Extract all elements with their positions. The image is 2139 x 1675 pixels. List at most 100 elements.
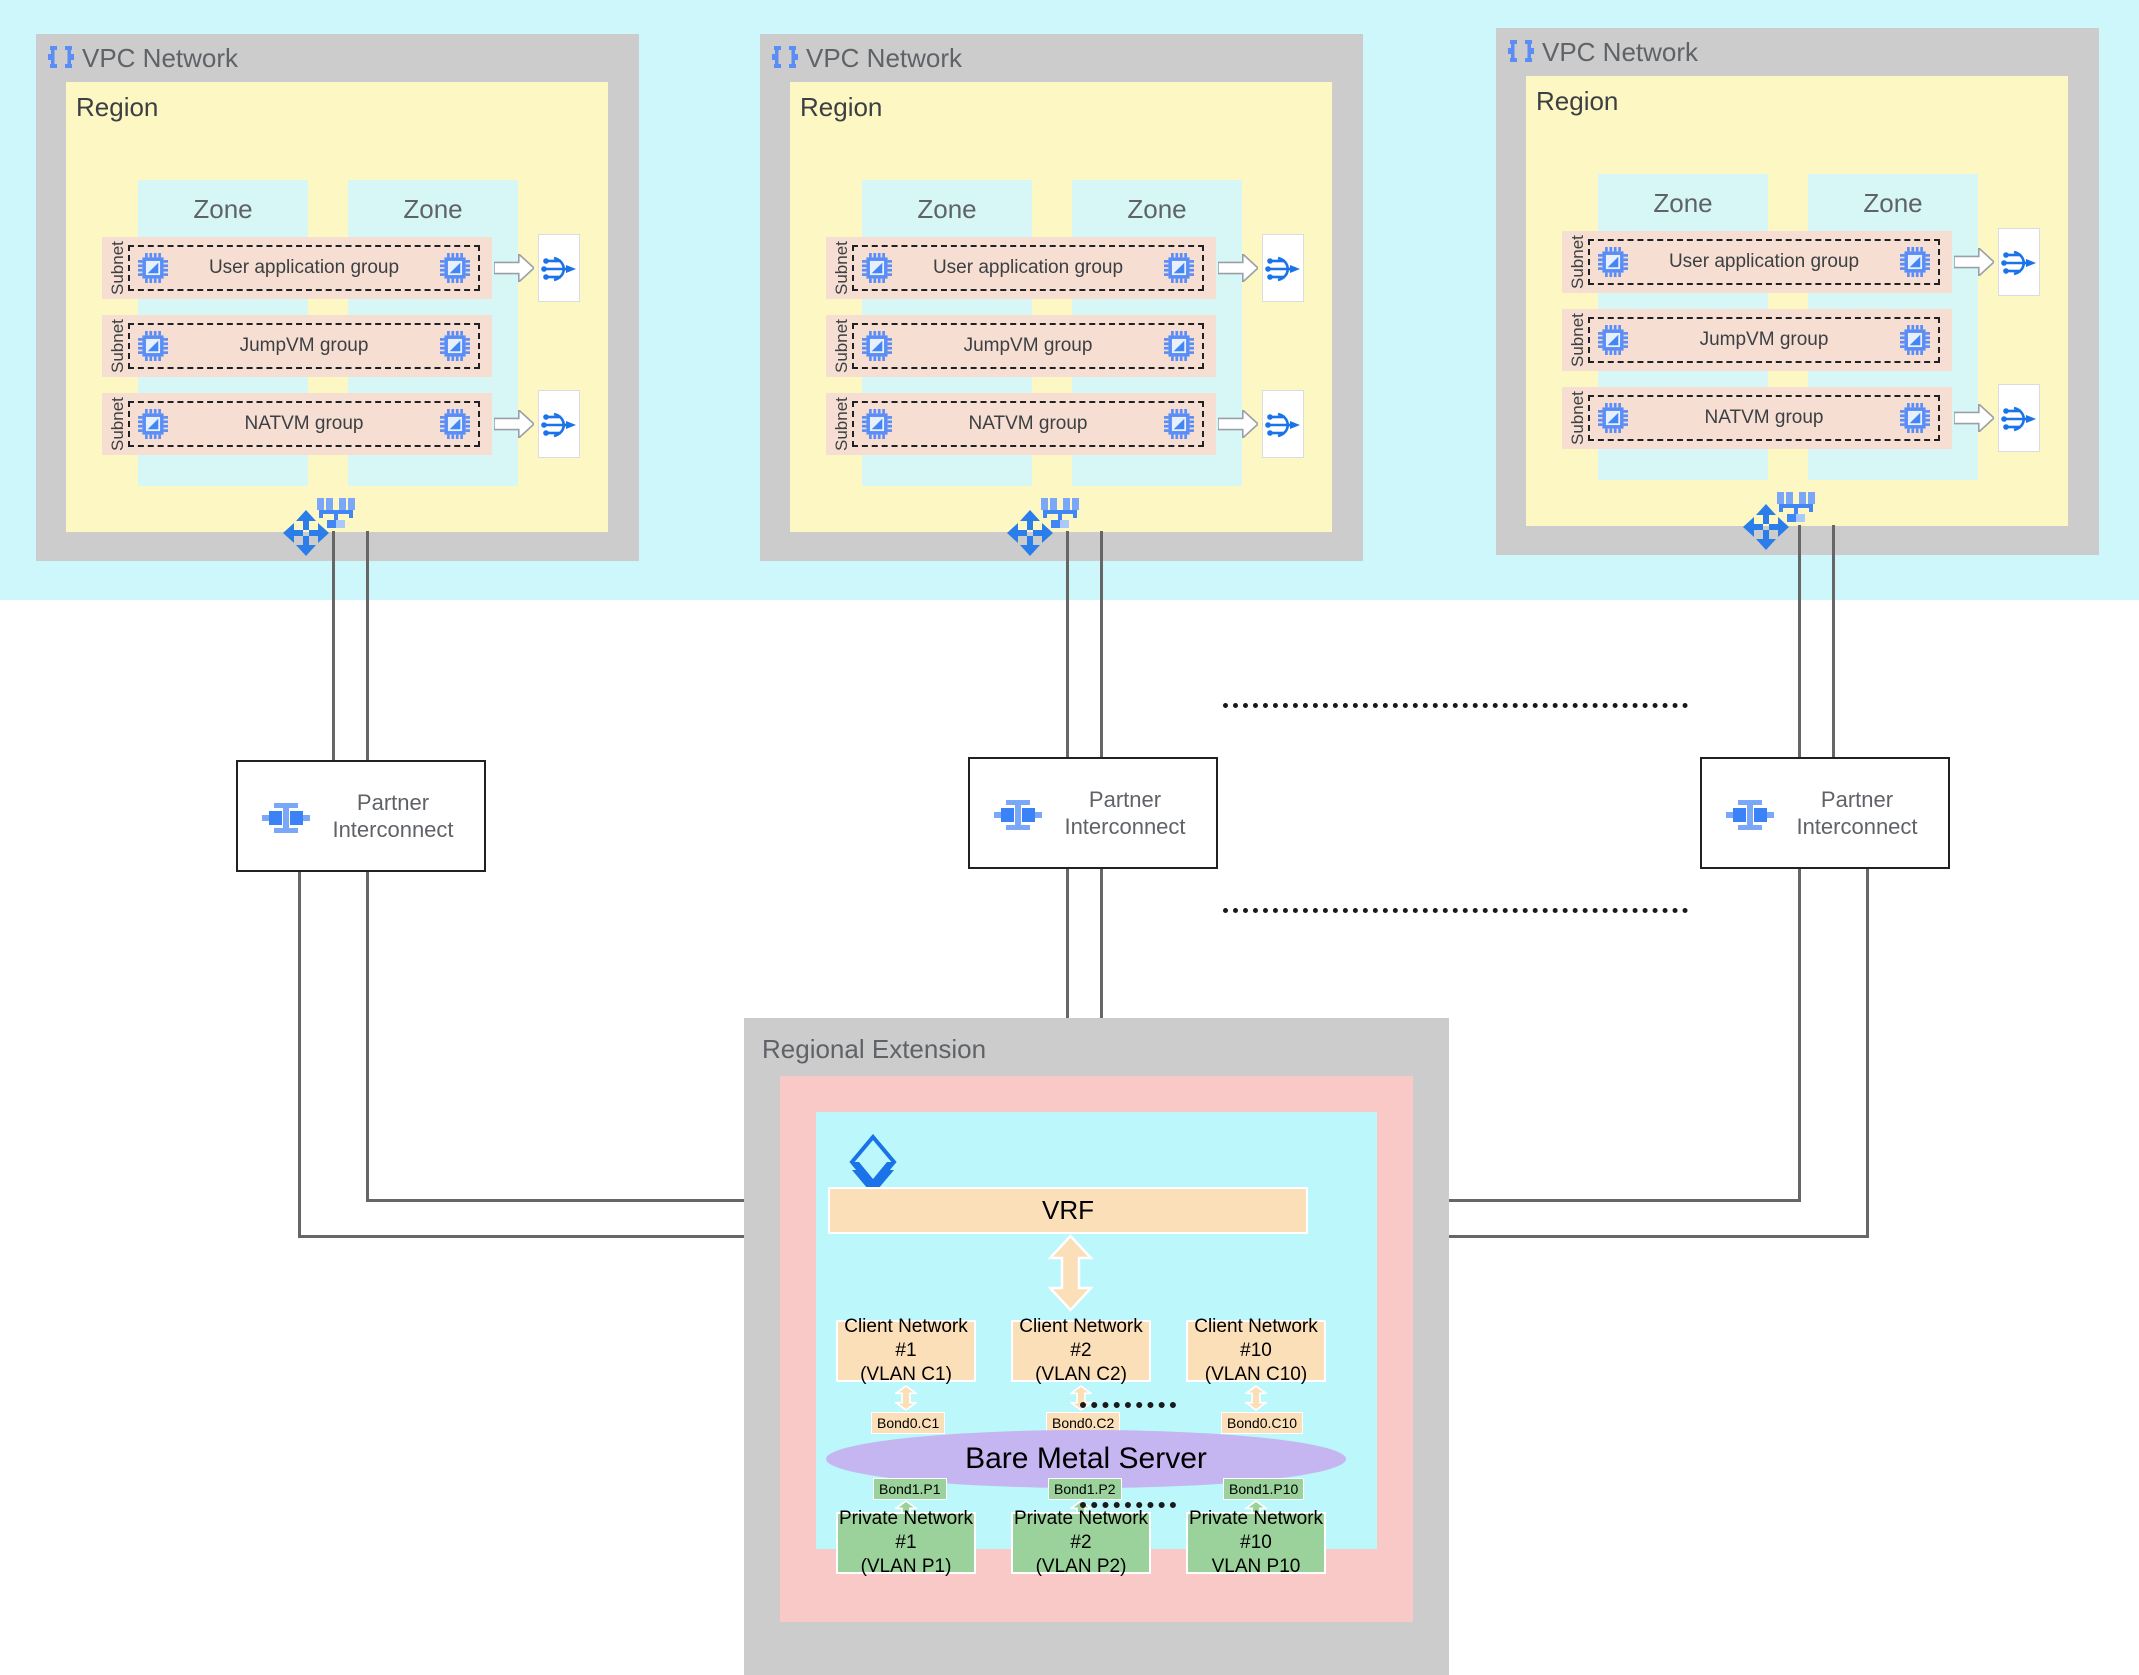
compute-vm-chip-icon (862, 409, 892, 439)
vpc-to-interconnect-line (332, 531, 335, 760)
cloud-nat-box[interactable] (1998, 228, 2040, 296)
client-network-2[interactable]: Client Network #2 (VLAN C2) (1011, 1316, 1151, 1385)
instance-group-1[interactable]: User application group (1588, 239, 1940, 285)
instance-group-label: NATVM group (968, 413, 1088, 434)
private-network-vlan: (VLAN P2) (1035, 1556, 1127, 1577)
cloud-nat-box[interactable] (1262, 390, 1304, 458)
partner-interconnect-label-line1: Partner (1820, 787, 1894, 812)
zone-title: Zone (1863, 188, 1923, 218)
subnet-row-2: Subnet JumpVM group (1562, 309, 1952, 371)
subnet-to-nat-arrow (493, 252, 536, 284)
subnet-label: Subnet (832, 319, 851, 373)
cloud-nat-box[interactable] (1998, 384, 2040, 452)
vpc-network-title: VPC Network (806, 43, 963, 73)
zone-title: Zone (1127, 194, 1187, 224)
bond-label-client-1: Bond0.C1 (871, 1412, 946, 1434)
client-network-vlan: (VLAN C2) (1035, 1364, 1127, 1385)
interconnect-attachment-icon (1007, 510, 1053, 556)
compute-vm-chip-icon (1598, 403, 1628, 433)
subnet-label: Subnet (1568, 391, 1587, 445)
instance-group-label: NATVM group (244, 413, 364, 434)
client-network-name: Client Network #10 (1194, 1316, 1318, 1361)
private-network-1[interactable]: Private Network #1 (VLAN P1) (836, 1508, 976, 1577)
vpc-to-interconnect-line (1798, 525, 1801, 757)
zone-title: Zone (917, 194, 977, 224)
vpc-network-title: VPC Network (1542, 37, 1699, 67)
instance-group-1[interactable]: User application group (852, 245, 1204, 291)
instance-group-3[interactable]: NATVM group (852, 401, 1204, 447)
partner-interconnect-3[interactable]: Partner Interconnect (1700, 757, 1950, 869)
instance-group-2[interactable]: JumpVM group (128, 323, 480, 369)
cloud-router-icon (1775, 490, 1817, 530)
private-network-2[interactable]: Private Network #2 (VLAN P2) (1011, 1508, 1151, 1577)
regional-extension-container: Regional Extension VRF (744, 1018, 1449, 1675)
vpc-to-interconnect-line (1100, 531, 1103, 757)
region-title: Region (1536, 86, 1619, 116)
interconnect-to-vrf-line (1866, 869, 1869, 1238)
client-network-1[interactable]: Client Network #1 (VLAN C1) (836, 1316, 976, 1385)
partner-interconnect-2[interactable]: Partner Interconnect (968, 757, 1218, 869)
partner-interconnect-icon (1724, 795, 1776, 840)
partner-interconnect-label: Partner Interconnect (1034, 786, 1216, 840)
private-network-vlan-extra: VLAN P10 (1211, 1556, 1301, 1577)
instance-group-label: User application group (208, 257, 400, 278)
region-title: Region (800, 92, 883, 122)
subnet-row-1: Subnet User application group (1562, 231, 1952, 293)
vpc-network-title: VPC Network (82, 43, 239, 73)
vpc-icon (1508, 38, 1534, 64)
subnet-row-1: Subnet User application group (102, 237, 492, 299)
zone-title: Zone (1653, 188, 1713, 218)
compute-vm-chip-icon (138, 253, 168, 283)
instance-group-2[interactable]: JumpVM group (852, 323, 1204, 369)
instance-group-label: JumpVM group (963, 335, 1093, 356)
cloud-nat-icon (540, 405, 580, 450)
instance-group-3[interactable]: NATVM group (128, 401, 480, 447)
region-container: Region Zone Zone Subnet (790, 82, 1332, 532)
compute-vm-chip-icon (1164, 409, 1194, 439)
instance-group-1[interactable]: User application group (128, 245, 480, 291)
vrf-box[interactable]: VRF (828, 1187, 1308, 1234)
ellipsis-divider-top (1223, 703, 1688, 708)
cloud-router-icon (315, 496, 357, 536)
regional-extension-core: VRF Client Network #1 (VLAN C1) Bond0.C1 (816, 1112, 1377, 1577)
zone-title: Zone (193, 194, 253, 224)
subnet-to-nat-arrow (1953, 402, 1996, 434)
region-container: Region Zone Zone Subnet (1526, 76, 2068, 526)
subnet-label: Subnet (108, 319, 127, 373)
zone-title: Zone (403, 194, 463, 224)
cloud-router-icon (1039, 496, 1081, 536)
subnet-label: Subnet (832, 241, 851, 295)
subnet-to-nat-arrow (1217, 252, 1260, 284)
subnet-row-3: Subnet NATVM group (1562, 387, 1952, 449)
partner-interconnect-icon (260, 798, 312, 843)
compute-vm-chip-icon (1900, 403, 1930, 433)
region-container: Region Zone Zone Subnet (66, 82, 608, 532)
private-network-vlan: #10 (1240, 1532, 1272, 1553)
private-network-ellipsis (1080, 1502, 1176, 1508)
interconnect-to-vrf-line (1798, 869, 1801, 1202)
client-network-3[interactable]: Client Network #10 (VLAN C10) (1186, 1316, 1326, 1385)
interconnect-attachment-icon (1743, 504, 1789, 550)
compute-vm-chip-icon (440, 409, 470, 439)
cloud-nat-icon (1264, 249, 1304, 294)
cloud-nat-icon (540, 249, 580, 294)
compute-vm-chip-icon (862, 331, 892, 361)
bond-label-client-3: Bond0.C10 (1221, 1412, 1304, 1434)
cloud-nat-box[interactable] (538, 234, 580, 302)
compute-vm-chip-icon (1164, 253, 1194, 283)
ellipsis-divider-bottom (1223, 908, 1688, 913)
compute-vm-chip-icon (1598, 247, 1628, 277)
partner-interconnect-1[interactable]: Partner Interconnect (236, 760, 486, 872)
partner-interconnect-label: Partner Interconnect (302, 789, 484, 843)
client-network-name: Client Network #2 (1019, 1316, 1143, 1361)
cloud-nat-box[interactable] (538, 390, 580, 458)
vpc-to-interconnect-line (366, 531, 369, 760)
instance-group-2[interactable]: JumpVM group (1588, 317, 1940, 363)
cloud-nat-box[interactable] (1262, 234, 1304, 302)
interconnect-to-vrf-line (1320, 1235, 1869, 1238)
instance-group-3[interactable]: NATVM group (1588, 395, 1940, 441)
partner-interconnect-label: Partner Interconnect (1766, 786, 1948, 840)
compute-vm-chip-icon (1164, 331, 1194, 361)
